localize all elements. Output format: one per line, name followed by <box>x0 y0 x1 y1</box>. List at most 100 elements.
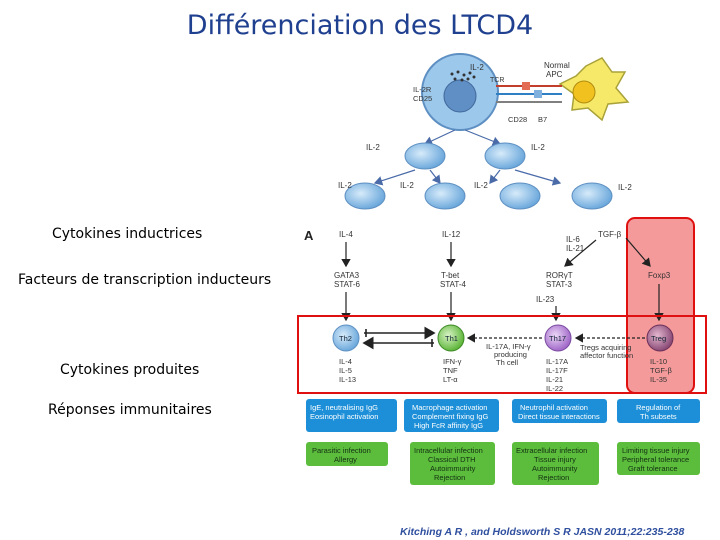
proliferating-cell-5 <box>499 182 541 210</box>
proliferating-cell-4 <box>424 182 466 210</box>
cyt-in-treg: TGF-β <box>598 230 622 239</box>
th2-label: Th2 <box>339 334 352 343</box>
green-th1-0: Intracellular infection <box>414 446 483 455</box>
cyt-out-th2-2: IL-13 <box>339 375 356 384</box>
blue-th17-0: Neutrophil activation <box>520 403 588 412</box>
cyt-out-th1-1: TNF <box>443 366 458 375</box>
slide-title: Différenciation des LTCD4 <box>186 10 534 41</box>
cyt-out-treg-2: IL-35 <box>650 375 667 384</box>
blue-treg-1: Th subsets <box>640 412 677 421</box>
b7-label: B7 <box>538 115 547 124</box>
th17-label: Th17 <box>549 334 566 343</box>
cd25-label: CD25 <box>413 94 432 103</box>
response-green-boxes: Parasitic infection Allergy Intracellula… <box>306 442 700 485</box>
il2-mid-right: IL-2 <box>531 143 545 152</box>
green-treg-0: Limiting tissue injury <box>622 446 690 455</box>
proliferating-cell-2 <box>484 142 526 170</box>
note-th17-th1-1: IL-17A, IFN-γ <box>486 342 531 351</box>
th-cells: Th2 Th1 Th17 Treg <box>332 324 674 352</box>
note-th17-th1-2: producing <box>494 350 527 359</box>
cd28-label: CD28 <box>508 115 527 124</box>
cyt-out-treg-0: IL-10 <box>650 357 667 366</box>
proliferating-cell-1 <box>404 142 446 170</box>
il2-top-label: IL-2 <box>470 63 484 72</box>
cyt-out-th1-2: LT-α <box>443 375 458 384</box>
cyt-in-th2: IL-4 <box>339 230 353 239</box>
blue-box-th2 <box>306 399 397 432</box>
label-inducing-cytokines: Cytokines inductrices <box>52 226 203 242</box>
label-immune-responses: Réponses immunitaires <box>48 402 212 418</box>
plasticity-notes: IL-17A, IFN-γ producing Th cell Tregs ac… <box>486 342 633 367</box>
tf-th1-1: T-bet <box>441 271 460 280</box>
cyt-out-th17-3: IL-22 <box>546 384 563 393</box>
cyt-in-th1: IL-12 <box>442 230 461 239</box>
treg-label: Treg <box>651 334 666 343</box>
green-box-th2 <box>306 442 388 466</box>
cells-highlight-box <box>297 315 707 394</box>
reference-citation: Kitching A R , and Holdsworth S R JASN 2… <box>400 526 685 538</box>
cyt-out-th17-2: IL-21 <box>546 375 563 384</box>
inducing-cytokines: IL-4 IL-12 IL-6 IL-21 TGF-β <box>339 230 622 253</box>
green-treg-1: Peripheral tolerance <box>622 455 689 464</box>
note-treg-1: Tregs acquiring <box>580 343 631 352</box>
th1-th2-inhibition <box>362 326 436 350</box>
il2-dots <box>450 70 476 82</box>
tf-th17-3: IL-23 <box>536 295 555 304</box>
blue-box-th1 <box>404 399 499 432</box>
tf-th17-2: STAT-3 <box>546 280 572 289</box>
green-th1-3: Rejection <box>434 473 465 482</box>
blue-box-th17 <box>512 399 607 423</box>
panel-letter: A <box>304 228 314 243</box>
cyt-out-th2-0: IL-4 <box>339 357 352 366</box>
green-th1-2: Autoimmunity <box>430 464 476 473</box>
note-th17-th1-3: Th cell <box>496 358 518 367</box>
green-treg-2: Graft tolerance <box>628 464 678 473</box>
green-th17-0: Extracellular infection <box>516 446 587 455</box>
green-th1-1: Classical DTH <box>428 455 476 464</box>
proliferating-cell-6 <box>571 182 613 210</box>
produced-cytokines: IL-4 IL-5 IL-13 IFN-γ TNF LT-α IL-17A IL… <box>339 357 672 393</box>
green-th2-1: Allergy <box>334 455 357 464</box>
cyt-in-th17-2: IL-21 <box>566 244 585 253</box>
blue-th2-1: Eosinophil activation <box>310 412 378 421</box>
blue-th1-2: High FcR affinity IgG <box>414 421 483 430</box>
blue-th17-1: Direct tissue interactions <box>518 412 600 421</box>
th2-cell <box>332 324 360 352</box>
naive-t-cell-nucleus <box>443 79 477 113</box>
cyt-in-th17-1: IL-6 <box>566 235 580 244</box>
transcription-factors: GATA3 STAT-6 T-bet STAT-4 RORγT STAT-3 I… <box>334 271 671 304</box>
apc-nucleus <box>572 80 596 104</box>
il2-bot-3: IL-2 <box>474 181 488 190</box>
green-th2-0: Parasitic infection <box>312 446 371 455</box>
tcr-label: TCR <box>490 77 504 84</box>
il2-bot-2: IL-2 <box>400 181 414 190</box>
green-th17-3: Rejection <box>538 473 569 482</box>
il2r-label: IL-2R <box>413 85 432 94</box>
cyt-out-th2-1: IL-5 <box>339 366 352 375</box>
green-box-treg <box>617 442 700 475</box>
tf-th17-1: RORγT <box>546 271 573 280</box>
induction-arrows <box>341 237 651 268</box>
apc-label-normal: Normal <box>544 61 570 70</box>
cyt-out-treg-1: TGF-β <box>650 366 672 375</box>
proliferating-cell-3 <box>344 182 386 210</box>
il2-bot-4: IL-2 <box>618 183 632 192</box>
green-box-th17 <box>512 442 599 485</box>
tf-th1-2: STAT-4 <box>440 280 466 289</box>
cyt-out-th1-0: IFN-γ <box>443 357 462 366</box>
tf-arrows <box>341 284 664 322</box>
green-th17-2: Autoimmunity <box>532 464 578 473</box>
cyt-out-th17-1: IL-17F <box>546 366 568 375</box>
green-th17-1: Tissue injury <box>534 455 576 464</box>
blue-box-treg <box>617 399 700 423</box>
il2-mid-left: IL-2 <box>366 143 380 152</box>
blue-treg-0: Regulation of <box>636 403 681 412</box>
th17-cell <box>544 324 572 352</box>
blue-th2-0: IgE, neutralising IgG <box>310 403 378 412</box>
il2-bot-1: IL-2 <box>338 181 352 190</box>
tf-th2-1: GATA3 <box>334 271 360 280</box>
label-produced-cytokines: Cytokines produites <box>60 362 200 378</box>
response-blue-boxes: IgE, neutralising IgG Eosinophil activat… <box>306 399 700 432</box>
proliferation-tree: IL-2 IL-2 IL-2 IL-2 IL-2 IL-2 <box>338 129 632 210</box>
